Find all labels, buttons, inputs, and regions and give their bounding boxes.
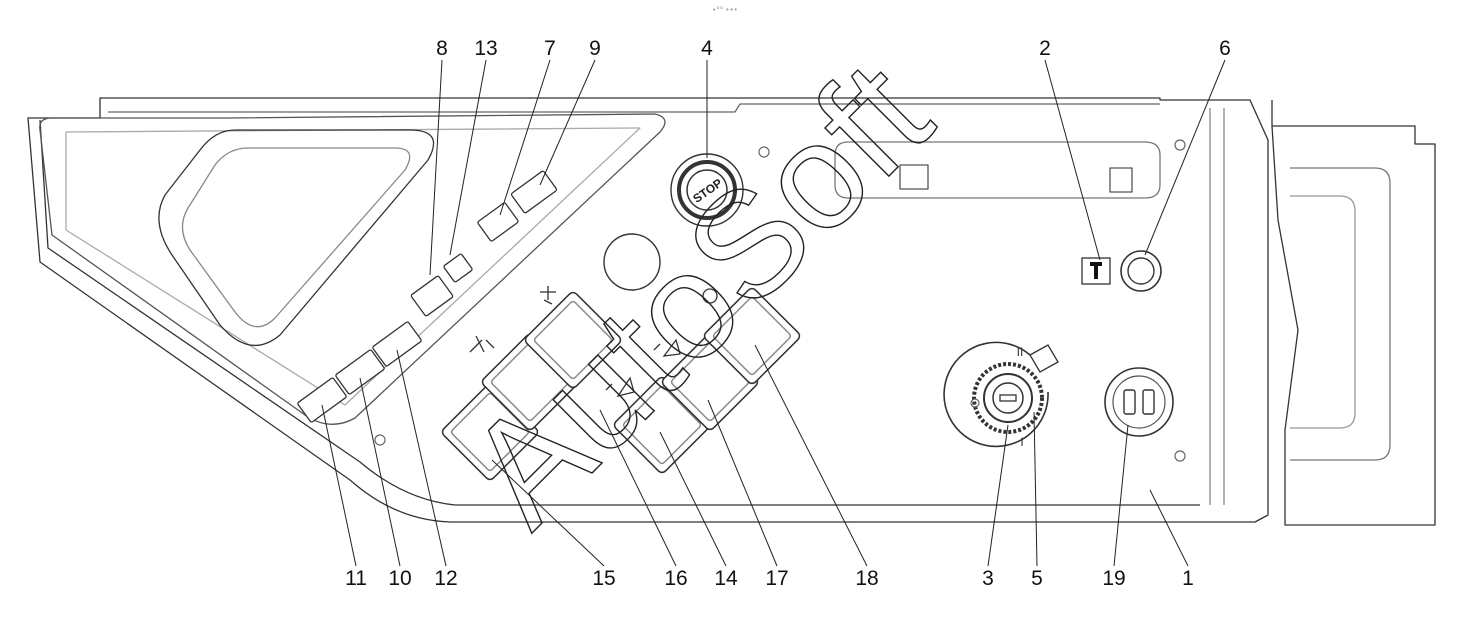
leader-line-16 [599,409,677,567]
pictogram-icon [653,338,681,357]
small-button-8[interactable] [410,275,454,317]
rocker-switch-upper[interactable] [524,291,623,390]
pictogram-icon [469,335,495,353]
diagonal-subpanel [39,113,666,425]
callout-4: 4 [701,37,713,60]
leader-line-9 [539,59,596,186]
small-button-10[interactable] [335,349,385,395]
callout-10: 10 [388,567,412,590]
callout-9: 9 [589,37,601,60]
leader-line-14 [659,431,727,567]
leader-line-15 [491,459,605,567]
leader-line-13 [449,59,487,256]
small-button-11[interactable] [297,377,347,423]
panel-outline [27,97,1269,523]
small-button-13[interactable] [443,253,473,283]
callout-8: 8 [436,37,448,60]
leader-line-2 [1044,59,1101,261]
callout-18: 18 [855,567,879,590]
key-position-ii-label: II [1017,345,1024,359]
leader-line-19 [1113,424,1129,567]
small-button-7[interactable] [477,202,519,242]
callout-13: 13 [474,37,498,60]
callout-11: 11 [345,567,367,590]
callout-14: 14 [714,567,738,590]
small-button-9[interactable] [510,170,558,214]
t-symbol-icon [1081,257,1111,285]
panel-inner-edge [39,119,1200,506]
leader-line-5 [1033,411,1038,567]
callout-3: 3 [982,567,994,590]
pictogram-icon [540,286,556,305]
callout-19: 19 [1102,567,1126,590]
pictogram-icon [605,376,635,398]
callout-17: 17 [765,567,789,590]
rocker-switch-18[interactable] [703,287,802,386]
leader-line-17 [707,399,778,567]
small-button-12[interactable] [372,321,422,367]
stop-button[interactable]: STOP [670,153,744,227]
leader-line-1 [1149,489,1189,567]
callout-5: 5 [1031,567,1043,590]
key-position-i-label: I [1020,435,1023,449]
side-bracket [1271,100,1436,526]
blank-plug [603,233,661,291]
callout-2: 2 [1039,37,1051,60]
callout-15: 15 [592,567,616,590]
callout-6: 6 [1219,37,1231,60]
power-socket [1104,367,1174,437]
key-switch[interactable] [943,341,1059,448]
leader-line-12 [396,349,447,567]
callout-7: 7 [544,37,556,60]
leader-line-7 [499,59,551,216]
watermark-text: AutoSoft [435,30,961,556]
leader-line-8 [429,59,443,276]
leader-line-11 [321,404,357,567]
leader-line-10 [359,377,401,567]
horn-pushbutton[interactable] [1120,250,1162,292]
pictogram-icon [702,288,718,304]
callout-1: 1 [1182,567,1194,590]
upper-slot [834,141,1161,199]
window-cutout [158,129,435,347]
leader-line-3 [987,424,1009,567]
callout-12: 12 [434,567,458,590]
screw-holes [374,139,1186,462]
callout-16: 16 [664,567,688,590]
leader-line-18 [754,344,868,567]
top-note-text: •°° ••• [712,6,738,14]
rocker-switch-16[interactable] [613,376,712,475]
leader-line-6 [1144,59,1226,256]
